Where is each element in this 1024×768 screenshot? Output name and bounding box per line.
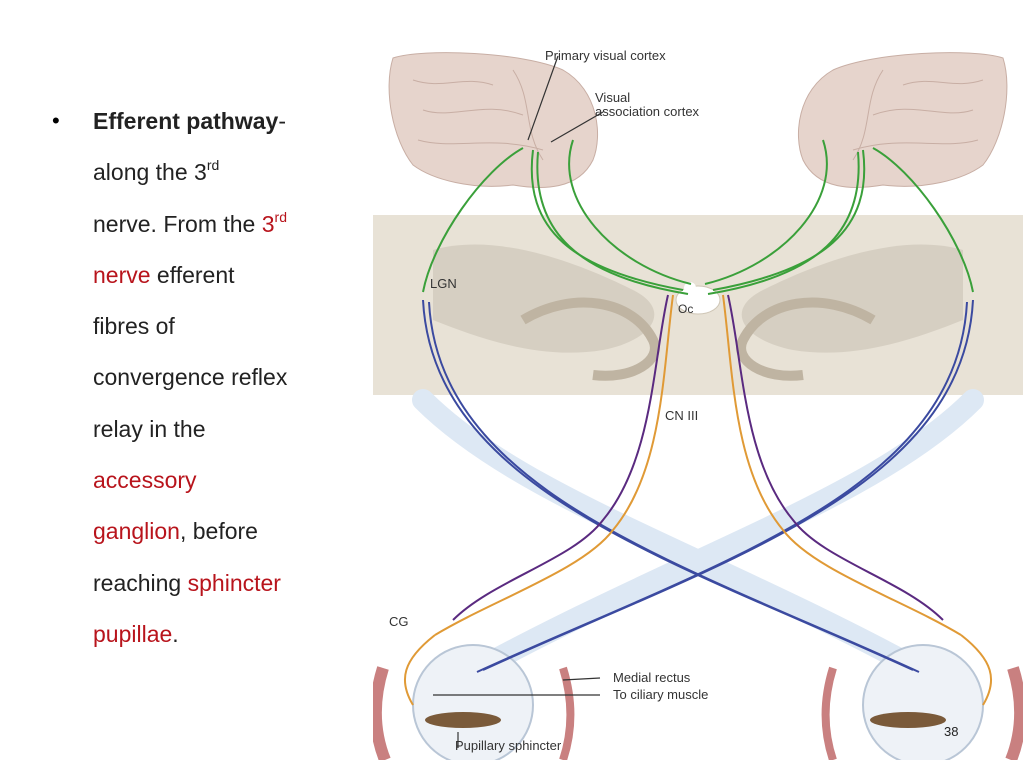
left-lens [425,712,501,728]
line-10: reaching sphincter [93,569,281,596]
label-visual-association-1: Visual [595,90,630,105]
label-ciliary-muscle: To ciliary muscle [613,687,708,702]
line-9: ganglion, before [93,518,258,545]
line-8: accessory [93,467,197,494]
line-6: convergence reflex [93,364,288,391]
bullet-marker: • [52,108,60,133]
heading-term: Efferent pathway [93,108,279,134]
label-visual-association-2: association cortex [595,104,700,119]
label-oc: Oc [678,302,693,316]
visual-pathway-diagram: Primary visual cortex Visual association… [373,48,1023,760]
line-11: pupillae. [93,620,179,647]
line-7: relay in the [93,415,206,442]
line-4: nerve efferent [93,261,235,288]
left-brain-hemisphere [388,52,599,188]
slide-number: 38 [944,724,959,739]
right-eye [862,644,984,760]
label-cn-iii: CN III [665,408,698,423]
line-2: along the 3rd [93,157,220,186]
line-5: fibres of [93,313,175,340]
label-primary-visual-cortex: Primary visual cortex [545,48,666,63]
bullet-text: Efferent pathway- along the 3rd nerve. F… [93,104,287,668]
right-lens [870,712,946,728]
line-1: Efferent pathway- [93,108,286,134]
label-medial-rectus: Medial rectus [613,670,691,685]
label-cg: CG [389,614,409,629]
line-3: nerve. From the 3rd [93,208,287,237]
label-lgn: LGN [430,276,457,291]
right-brain-hemisphere [797,52,1008,188]
label-pupillary-sphincter: Pupillary sphincter [455,738,562,753]
